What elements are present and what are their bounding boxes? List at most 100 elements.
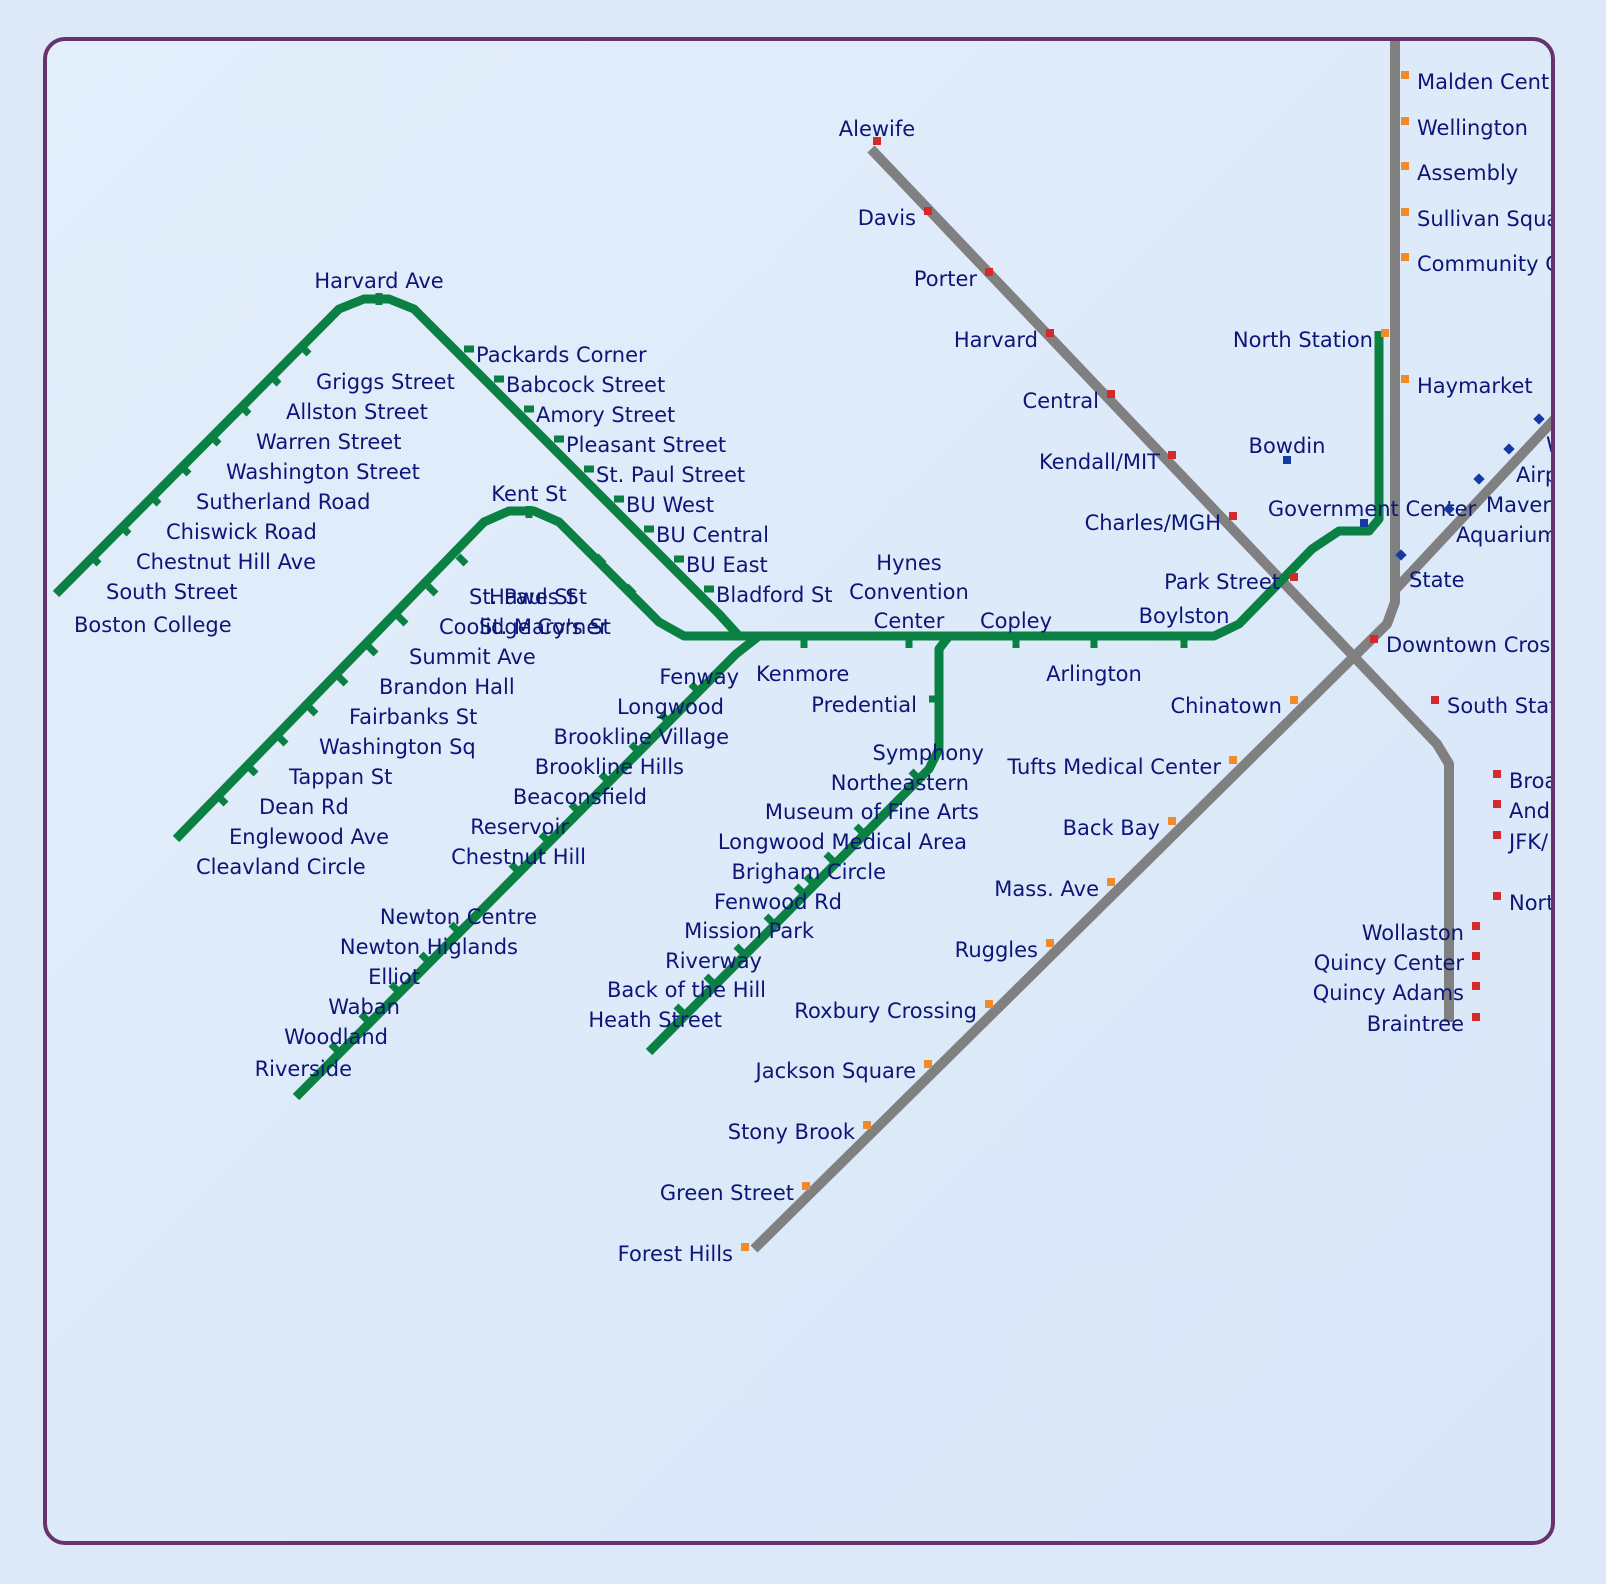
- station-label-south-street[interactable]: South Street: [106, 580, 238, 604]
- station-label-stony-brook[interactable]: Stony Brook: [728, 1120, 856, 1144]
- station-label-sutherland-road[interactable]: Sutherland Road: [196, 490, 370, 514]
- station-label-airp[interactable]: Airp: [1516, 463, 1555, 487]
- station-label-waban[interactable]: Waban: [328, 995, 400, 1019]
- station-marker-state[interactable]: [1395, 549, 1407, 561]
- station-marker-hawes-st[interactable]: [593, 553, 607, 567]
- station-label-cleavland-circle[interactable]: Cleavland Circle: [196, 855, 366, 879]
- station-label-brandon-hall[interactable]: Brandon Hall: [379, 675, 515, 699]
- station-label-northeastern[interactable]: Northeastern: [831, 771, 969, 795]
- station-label-babcock-street[interactable]: Babcock Street: [506, 373, 665, 397]
- station-label-englewood-ave[interactable]: Englewood Ave: [229, 825, 389, 849]
- station-label-tappan-st[interactable]: Tappan St: [288, 765, 392, 789]
- station-label-sullivan-squa[interactable]: Sullivan Squa: [1417, 207, 1555, 231]
- station-marker-mass-ave[interactable]: [1107, 878, 1115, 886]
- station-label-chinatown[interactable]: Chinatown: [1170, 694, 1282, 718]
- station-marker-beaconsfield[interactable]: [568, 801, 582, 815]
- station-label-predential[interactable]: Predential: [811, 693, 917, 717]
- station-marker-w[interactable]: [1533, 413, 1545, 425]
- station-marker-alewife[interactable]: [873, 137, 881, 145]
- station-marker-assembly[interactable]: [1401, 162, 1409, 170]
- station-label-jackson-square[interactable]: Jackson Square: [754, 1059, 916, 1083]
- station-label-st-mary-s-st[interactable]: St. Mary's St: [479, 615, 611, 639]
- station-label-brigham-circle[interactable]: Brigham Circle: [732, 860, 887, 884]
- station-label-state[interactable]: State: [1409, 568, 1465, 592]
- station-label-allston-street[interactable]: Allston Street: [286, 400, 428, 424]
- station-label-bowdin[interactable]: Bowdin: [1249, 434, 1326, 458]
- station-label-community-c[interactable]: Community C: [1417, 252, 1555, 276]
- station-marker-woodland[interactable]: [328, 1041, 342, 1055]
- station-marker-maveri[interactable]: [1473, 473, 1485, 485]
- station-marker-chestnut-hill[interactable]: [508, 861, 522, 875]
- station-label-charles-mgh[interactable]: Charles/MGH: [1085, 511, 1221, 535]
- station-marker-washington-street[interactable]: [208, 433, 222, 447]
- station-label-andr[interactable]: Andr: [1509, 799, 1555, 823]
- station-marker-broa[interactable]: [1493, 770, 1501, 778]
- station-marker-malden-cent[interactable]: [1401, 71, 1409, 79]
- station-label-griggs-street[interactable]: Griggs Street: [316, 370, 455, 394]
- station-marker-heath-street[interactable]: [673, 1003, 687, 1017]
- station-label-back-of-the-hill[interactable]: Back of the Hill: [607, 978, 766, 1002]
- station-marker-quincy-center[interactable]: [1472, 952, 1480, 960]
- station-label-back-bay[interactable]: Back Bay: [1063, 816, 1160, 840]
- station-marker-allston-street[interactable]: [268, 373, 282, 387]
- station-label-downtown-cros[interactable]: Downtown Cros: [1386, 633, 1550, 657]
- station-marker-downtown-cros[interactable]: [1370, 635, 1378, 643]
- station-label-elliot[interactable]: Elliot: [368, 965, 420, 989]
- station-label-malden-cent[interactable]: Malden Cent: [1417, 70, 1549, 94]
- station-label-bu-west[interactable]: BU West: [626, 493, 714, 517]
- station-label-fenwood-rd[interactable]: Fenwood Rd: [714, 890, 842, 914]
- station-marker-warren-street[interactable]: [238, 403, 252, 417]
- station-marker-government-center[interactable]: [1360, 519, 1368, 527]
- station-marker-chestnut-hill-ave[interactable]: [118, 523, 132, 537]
- station-marker-south-street[interactable]: [88, 553, 102, 567]
- station-label-alewife[interactable]: Alewife: [839, 117, 915, 141]
- station-marker-aquarium[interactable]: [1443, 503, 1455, 515]
- station-marker-ruggles[interactable]: [1046, 939, 1054, 947]
- station-label-broa[interactable]: Broa: [1509, 769, 1555, 793]
- station-marker-washington-sq[interactable]: [305, 703, 319, 717]
- station-label-central[interactable]: Central: [1023, 389, 1099, 413]
- station-label-quincy-center[interactable]: Quincy Center: [1314, 951, 1465, 975]
- station-marker-central[interactable]: [1107, 390, 1115, 398]
- station-label-forest-hills[interactable]: Forest Hills: [618, 1242, 733, 1266]
- station-label-beaconsfield[interactable]: Beaconsfield: [513, 785, 647, 809]
- station-marker-chinatown[interactable]: [1290, 696, 1298, 704]
- station-marker-longwood-medical-area[interactable]: [823, 851, 837, 865]
- station-marker-waban[interactable]: [358, 1011, 372, 1025]
- station-label-quincy-adams[interactable]: Quincy Adams: [1313, 981, 1464, 1005]
- station-label-kendall-mit[interactable]: Kendall/MIT: [1039, 450, 1160, 474]
- station-label-convention[interactable]: Convention: [849, 580, 969, 604]
- station-marker-brookline-hills[interactable]: [598, 771, 612, 785]
- station-label-warren-street[interactable]: Warren Street: [256, 430, 401, 454]
- station-label-longwood[interactable]: Longwood: [617, 695, 724, 719]
- station-label-bu-east[interactable]: BU East: [686, 553, 768, 577]
- station-label-st-paul-street[interactable]: St. Paul Street: [596, 463, 745, 487]
- station-label-brookline-hills[interactable]: Brookline Hills: [535, 755, 684, 779]
- station-marker-brookline-village[interactable]: [628, 741, 642, 755]
- station-marker-roxbury-crossing[interactable]: [985, 1000, 993, 1008]
- station-label-longwood-medical-area[interactable]: Longwood Medical Area: [718, 830, 967, 854]
- station-marker-longwood[interactable]: [658, 711, 672, 725]
- station-marker-mission-park[interactable]: [763, 913, 777, 927]
- station-marker-brandon-hall[interactable]: [365, 643, 379, 657]
- station-label-davis[interactable]: Davis: [858, 206, 916, 230]
- station-marker-park-street[interactable]: [1290, 573, 1298, 581]
- station-label-mass-ave[interactable]: Mass. Ave: [994, 877, 1099, 901]
- station-label-boston-college[interactable]: Boston College: [74, 613, 232, 637]
- station-label-copley[interactable]: Copley: [980, 609, 1052, 633]
- station-marker-museum-of-fine-arts[interactable]: [853, 823, 867, 837]
- station-marker-stony-brook[interactable]: [863, 1121, 871, 1129]
- station-label-summit-ave[interactable]: Summit Ave: [409, 645, 536, 669]
- station-marker-brigham-circle[interactable]: [803, 873, 817, 887]
- station-marker-airp[interactable]: [1503, 443, 1515, 455]
- station-label-north-station[interactable]: North Station: [1233, 328, 1373, 352]
- station-marker-fenwood-rd[interactable]: [793, 883, 807, 897]
- station-marker-wellington[interactable]: [1401, 117, 1409, 125]
- station-label-chestnut-hill[interactable]: Chestnut Hill: [451, 845, 586, 869]
- station-label-museum-of-fine-arts[interactable]: Museum of Fine Arts: [765, 800, 979, 824]
- station-marker-back-of-the-hill[interactable]: [703, 973, 717, 987]
- station-label-kent-st[interactable]: Kent St: [491, 482, 566, 506]
- station-marker-quincy-adams[interactable]: [1472, 982, 1480, 990]
- station-label-kenmore[interactable]: Kenmore: [756, 662, 849, 686]
- station-marker-bowdin[interactable]: [1283, 456, 1291, 464]
